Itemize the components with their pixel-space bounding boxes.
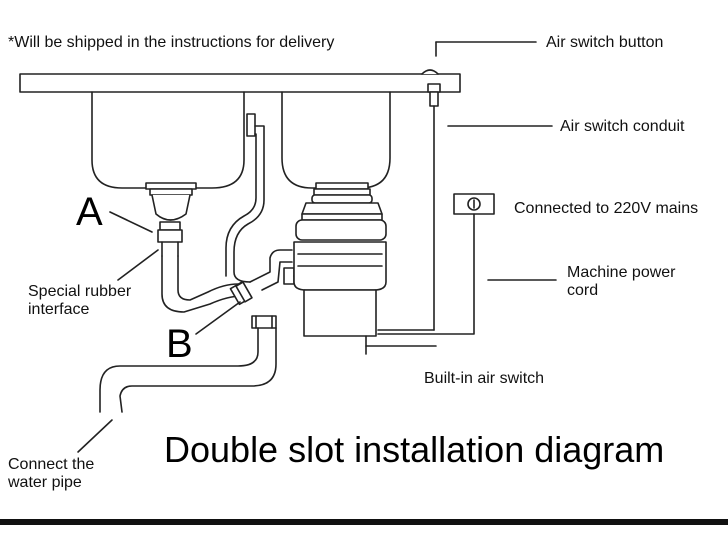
disposer-inlet-elbow bbox=[249, 249, 293, 283]
side-drain-pipe bbox=[233, 125, 265, 283]
diagram-title: Double slot installation diagram bbox=[164, 429, 665, 470]
left-drain-pipe bbox=[161, 255, 243, 313]
air-switch-button bbox=[421, 41, 537, 107]
shipping-note: *Will be shipped in the instructions for… bbox=[8, 34, 335, 51]
water-pipe-inner bbox=[99, 327, 259, 413]
left-sink-basin bbox=[91, 91, 245, 189]
power-cord bbox=[377, 213, 475, 335]
right-sink-basin bbox=[281, 91, 391, 189]
label-builtin-switch: Built-in air switch bbox=[424, 370, 545, 387]
drain-coupling bbox=[251, 315, 277, 329]
rubber-interface-connector bbox=[229, 280, 253, 306]
label-air-switch-button: Air switch button bbox=[546, 34, 664, 51]
countertop bbox=[19, 73, 461, 93]
letter-a: A bbox=[76, 190, 103, 234]
label-air-switch-conduit: Air switch conduit bbox=[560, 118, 685, 135]
label-power-cord: Machine power cord bbox=[567, 264, 676, 299]
side-drain-pipe-inner bbox=[225, 133, 257, 277]
disposer-body bbox=[293, 241, 437, 347]
water-pipe-outer bbox=[119, 327, 277, 413]
label-water-pipe: Connect the water pipe bbox=[8, 456, 95, 491]
left-drain-assembly bbox=[145, 182, 197, 257]
leader-a bbox=[109, 211, 153, 233]
left-drain-pipe-inner bbox=[177, 255, 239, 301]
leader-rubber bbox=[117, 249, 159, 281]
leader-water-pipe bbox=[77, 419, 113, 453]
label-rubber-interface: Special rubber interface bbox=[28, 283, 132, 318]
label-mains: Connected to 220V mains bbox=[514, 200, 699, 217]
disposer-inlet-elbow-inner bbox=[261, 261, 293, 291]
letter-b: B bbox=[166, 322, 193, 366]
disposer-mount-ring bbox=[295, 202, 387, 241]
right-drain-flange bbox=[311, 182, 373, 204]
disposer-inlet-clamp bbox=[283, 267, 295, 285]
leader-b bbox=[195, 301, 241, 335]
bottom-bar bbox=[0, 519, 728, 525]
wall-socket bbox=[453, 193, 495, 215]
left-sink-tab bbox=[246, 113, 256, 137]
